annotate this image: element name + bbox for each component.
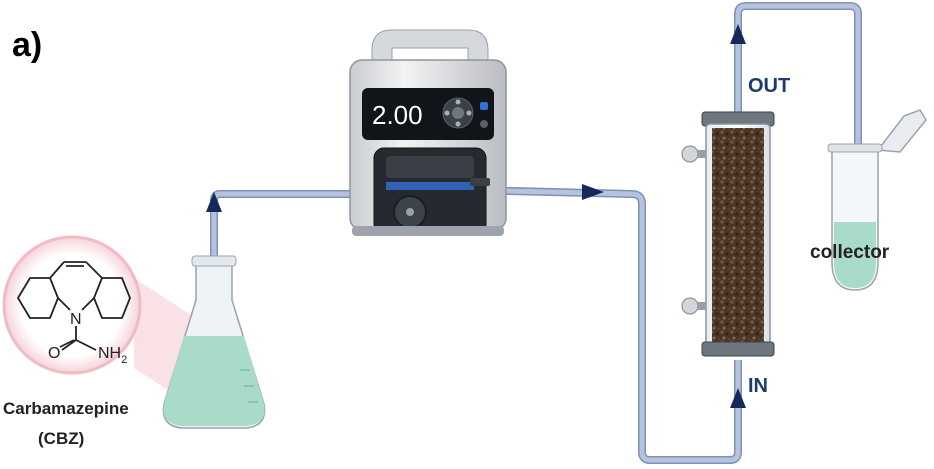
reagent-name: Carbamazepine bbox=[3, 399, 129, 418]
amine-symbol: NH bbox=[98, 345, 121, 362]
panel-label: a) bbox=[12, 26, 42, 64]
oxygen-atom: O bbox=[48, 345, 60, 362]
nitrogen-atom: N bbox=[70, 311, 82, 328]
collection-tube bbox=[827, 109, 927, 291]
column-clamp-top bbox=[681, 145, 699, 163]
column-bottom-cap bbox=[701, 341, 775, 357]
pump-base bbox=[352, 226, 504, 236]
pump-display-value: 2.00 bbox=[372, 100, 423, 130]
flow-direction-arrow-right bbox=[582, 184, 604, 200]
pump-control-keypad bbox=[442, 97, 488, 129]
peristaltic-pump: 2.00 bbox=[349, 29, 507, 236]
column-clamp-bottom bbox=[681, 297, 699, 315]
pump-handle bbox=[371, 29, 489, 65]
flask-lip bbox=[191, 255, 237, 267]
amine-subscript: 2 bbox=[121, 354, 127, 366]
packed-column bbox=[681, 111, 775, 357]
column-packing bbox=[712, 128, 764, 342]
flow-direction-arrow-up-out bbox=[730, 24, 746, 44]
cbz-structure: N O NH2 bbox=[2, 235, 142, 375]
flask-liquid bbox=[163, 336, 265, 426]
amine-group: NH2 bbox=[98, 345, 127, 366]
flow-arrows bbox=[206, 24, 746, 408]
tube-lid bbox=[876, 109, 927, 153]
collector-label: collector bbox=[810, 242, 890, 263]
erlenmeyer-flask bbox=[134, 255, 266, 429]
reagent-abbreviation: (CBZ) bbox=[38, 429, 84, 448]
column-outlet-label: OUT bbox=[748, 75, 790, 97]
column-inlet-label: IN bbox=[748, 375, 768, 397]
structure-circle bbox=[2, 235, 142, 375]
tube-pump-to-column bbox=[469, 186, 742, 464]
tube-liquid bbox=[834, 222, 876, 288]
flow-direction-arrow-up-in bbox=[730, 388, 746, 408]
flow-direction-arrow-up-flask bbox=[206, 192, 222, 212]
